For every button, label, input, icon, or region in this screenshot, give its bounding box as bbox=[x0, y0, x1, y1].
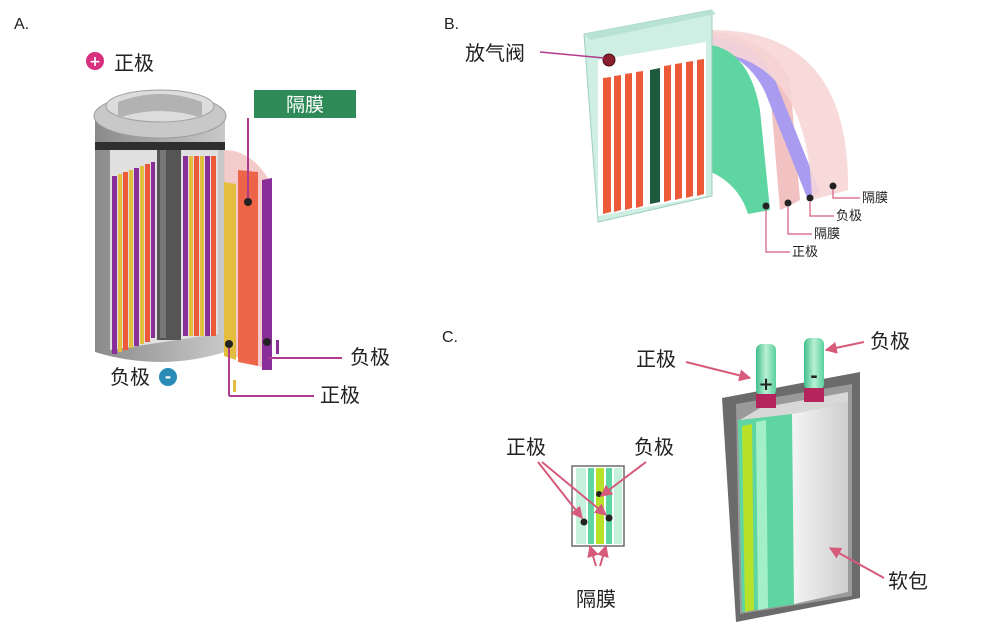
positive-badge-icon bbox=[86, 52, 104, 70]
panel-b-label-positive: 正极 bbox=[792, 245, 818, 260]
cross-separator-arrow-1 bbox=[587, 544, 599, 567]
panel-b-label-negative: 负极 bbox=[836, 209, 862, 224]
pouch-white-panel bbox=[792, 402, 848, 604]
cross-positive-arrow-2 bbox=[541, 461, 607, 516]
panel-a-callout-positive: 正极 bbox=[320, 383, 360, 407]
vent-callout-line bbox=[539, 51, 605, 59]
panel-b: B. 放气阀 bbox=[444, 9, 888, 260]
cross-negative-arrow bbox=[600, 461, 647, 497]
unrolled-positive-sheet bbox=[224, 182, 236, 360]
cross-separator-arrow-2 bbox=[597, 544, 609, 567]
panel-c-positive-tab-label: 正极 bbox=[636, 347, 676, 371]
panel-c-negative-tab-label: 负极 bbox=[870, 329, 910, 353]
panel-c-cross-separator: 隔膜 bbox=[576, 587, 616, 611]
cylinder-cap-ring bbox=[118, 94, 202, 118]
panel-c-cross-negative: 负极 bbox=[634, 435, 674, 459]
flow-green-sheet bbox=[700, 44, 770, 214]
cylinder-left-stripes bbox=[112, 162, 155, 354]
pouch-arrow bbox=[828, 547, 885, 579]
panel-b-letter: B. bbox=[444, 16, 459, 33]
panel-c-letter: C. bbox=[442, 329, 458, 346]
cross-positive-arrow-1 bbox=[537, 461, 583, 519]
panel-b-label-separator-2: 隔膜 bbox=[814, 227, 840, 242]
unrolled-negative-sheet bbox=[262, 178, 272, 370]
panel-c-pouch-label: 软包 bbox=[888, 569, 928, 593]
negative-badge-icon bbox=[159, 368, 177, 386]
positive-badge-sign: + bbox=[89, 54, 101, 70]
unrolled-separator-front bbox=[238, 170, 258, 366]
cylinder-right-stripes bbox=[183, 156, 216, 336]
positive-tab-arrow bbox=[685, 361, 752, 382]
panel-b-vent-label: 放气阀 bbox=[465, 41, 525, 65]
positive-callout-dot bbox=[225, 340, 233, 348]
panel-a-callout-negative: 负极 bbox=[350, 345, 390, 369]
positive-tab bbox=[756, 344, 776, 396]
panel-c-cross-positive: 正极 bbox=[506, 435, 546, 459]
vent-valve-icon bbox=[602, 53, 616, 67]
negative-callout-dot bbox=[263, 338, 271, 346]
panel-a-positive-label: 正极 bbox=[114, 51, 154, 75]
positive-tab-sign: + bbox=[758, 374, 773, 395]
separator-callout-dot bbox=[244, 198, 252, 206]
panel-a-negative-label: 负极 bbox=[110, 365, 150, 389]
panel-c: C. + - 正极 负极 软包 正极 bbox=[442, 329, 928, 622]
cylinder-seal bbox=[95, 142, 225, 150]
prism-stripes bbox=[603, 59, 704, 214]
panel-b-label-separator-1: 隔膜 bbox=[862, 191, 888, 206]
cross-section-negative bbox=[596, 468, 604, 544]
separator-label: 隔膜 bbox=[286, 94, 324, 116]
negative-badge-sign: - bbox=[165, 368, 171, 386]
separator-label-box bbox=[254, 90, 356, 118]
flow-pink-outer bbox=[712, 30, 849, 200]
panel-a: A. + 正极 bbox=[14, 16, 390, 407]
negative-tab-sign: - bbox=[810, 366, 817, 387]
panel-a-letter: A. bbox=[14, 16, 29, 33]
negative-tab-arrow bbox=[824, 341, 865, 354]
negative-tab bbox=[804, 338, 824, 390]
